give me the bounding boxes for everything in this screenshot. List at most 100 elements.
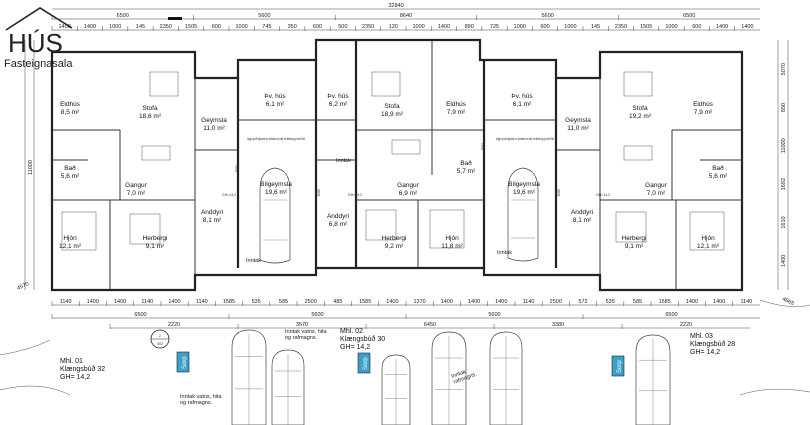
dim-topsmall-17: 725 bbox=[490, 24, 499, 30]
room-area-u1-thvottahus: 6,1 m² bbox=[266, 101, 285, 108]
dim-topsmall-22: 2350 bbox=[615, 24, 627, 30]
section-ref: 002 bbox=[157, 342, 163, 346]
room-area-u3-bad: 5,6 m² bbox=[709, 173, 728, 180]
room-name-u1-bilgeymsla: Bílgeymsla bbox=[260, 181, 292, 188]
ei60-label-3: EI60 bbox=[481, 143, 485, 150]
dim-bottom-21: 585 bbox=[633, 299, 642, 305]
site-area: 2 002 Sorp Sorp Sorp Inntak vatns, hita … bbox=[0, 299, 810, 425]
room-name-u3-geymsla: Geymsla bbox=[565, 117, 591, 124]
dim-topsmall-2: 1000 bbox=[109, 24, 121, 30]
room-area-u3-anddyri: 8,1 m² bbox=[573, 217, 592, 224]
dim-right-3: 1692 bbox=[781, 178, 787, 190]
dim-topsmall-25: 600 bbox=[692, 24, 701, 30]
dim-bottom-6: 1585 bbox=[223, 299, 235, 305]
dim-topsmall-14: 1000 bbox=[412, 24, 424, 30]
room-area-u1-anddyri: 8,1 m² bbox=[203, 217, 222, 224]
dim-lower-3: 3380 bbox=[552, 322, 564, 328]
room-area-u2-gangur: 6,9 m² bbox=[399, 190, 418, 197]
room-area-u3-hjon: 12,1 m² bbox=[697, 243, 720, 250]
dim-top-2: 8640 bbox=[400, 13, 412, 19]
dim-left-total: 11000 bbox=[28, 160, 34, 175]
dim-bottom-0: 1140 bbox=[60, 299, 72, 305]
section-number: 2 bbox=[159, 334, 161, 338]
room-name-u3-anddyri: Anddyri bbox=[571, 209, 593, 216]
svg-text:Mhl. 03: Mhl. 03 bbox=[690, 333, 713, 340]
dim-topsmall-15: 1400 bbox=[438, 24, 450, 30]
dim-topsmall-11: 500 bbox=[338, 24, 347, 30]
dim-bottom-17: 1140 bbox=[523, 299, 535, 305]
room-area-u3-herbergi: 9,1 m² bbox=[625, 243, 644, 250]
dim-total: 32840 bbox=[388, 3, 403, 9]
room-name-u1-anddyri: Anddyri bbox=[201, 209, 223, 216]
dim-topsmall-16: 890 bbox=[465, 24, 474, 30]
dim-bottom-15: 1400 bbox=[468, 299, 480, 305]
dim-bottom-2: 1400 bbox=[114, 299, 126, 305]
room-name-u3-herbergi: Herbergi bbox=[622, 235, 647, 242]
dim-topsmall-4: 2350 bbox=[160, 24, 172, 30]
annotations: Veggir og loft bílgeymslu eru þrefaldar … bbox=[222, 136, 610, 264]
walls bbox=[50, 38, 744, 292]
inntak-note-bottom: Inntak vatns, hita og rafmagns. bbox=[180, 394, 223, 406]
garage-note-2: Veggir og loft bílgeymslu eru þrefaldar … bbox=[496, 136, 554, 141]
parked-car-detail-2 bbox=[385, 359, 407, 425]
room-name-u2-hjon: Hjón bbox=[445, 235, 459, 242]
parked-car-detail-3 bbox=[435, 336, 463, 425]
room-name-u3-gangur: Gangur bbox=[645, 182, 668, 189]
dim-right-5: 1400 bbox=[781, 255, 787, 267]
room-name-u2-bad: Bað bbox=[460, 159, 472, 167]
ei60-label-1: EI60 bbox=[235, 165, 239, 172]
dim-topsmall-8: 745 bbox=[262, 24, 271, 30]
logo-sub: Fasteignasala bbox=[4, 58, 73, 70]
dim-right-0: 5070 bbox=[781, 63, 787, 75]
dim-right-4: 1610 bbox=[781, 216, 787, 228]
unit-label-1: Mhl. 01 Klængsbúð 32 GH= 14,2 bbox=[60, 358, 105, 381]
room-name-u3-hjon: Hjón bbox=[701, 235, 715, 242]
room-name-u1-bad: Bað bbox=[64, 164, 76, 172]
svg-text:Mhl. 01: Mhl. 01 bbox=[60, 358, 83, 365]
sorp-box-2: Sorp bbox=[357, 352, 371, 374]
logo: HÚS Fasteignasala bbox=[4, 7, 73, 70]
room-name-u1-gangur: Gangur bbox=[125, 182, 148, 189]
sorp-box-1: Sorp bbox=[176, 351, 190, 373]
room-area-u2-eldhus: 7,9 m² bbox=[447, 109, 466, 116]
unit-label-3: Mhl. 03 Klængsbúð 28 GH= 14,2 bbox=[690, 333, 735, 356]
dim-bottom-16: 1400 bbox=[495, 299, 507, 305]
room-area-u2-thvottahus: 6,2 m² bbox=[329, 101, 348, 108]
svg-text:Klængsbúð 32: Klængsbúð 32 bbox=[60, 365, 105, 373]
dim-topsmall-7: 1000 bbox=[235, 24, 247, 30]
dim-topsmall-5: 1505 bbox=[185, 24, 197, 30]
dim-bottom-9: 2500 bbox=[305, 299, 317, 305]
dim-bottom-12: 1400 bbox=[386, 299, 398, 305]
room-area-u1-bilgeymsla: 19,6 m² bbox=[265, 189, 288, 196]
dim-bottom2-2: 5600 bbox=[488, 312, 500, 318]
dim-lower-4: 2220 bbox=[680, 322, 692, 328]
dim-left-edge: 4570 bbox=[16, 281, 30, 292]
svg-text:GH= 14,2: GH= 14,2 bbox=[60, 374, 90, 381]
dim-bottom-19: 572 bbox=[578, 299, 587, 305]
room-area-u3-eldhus: 7,9 m² bbox=[694, 109, 713, 116]
dim-right-2: 11000 bbox=[781, 138, 787, 153]
dim-bottom-4: 1400 bbox=[168, 299, 180, 305]
dim-bottom2-1: 5600 bbox=[311, 312, 323, 318]
room-area-u1-herbergi: 9,1 m² bbox=[146, 243, 165, 250]
parked-car-detail-1 bbox=[275, 354, 301, 425]
room-name-u2-herbergi: Herbergi bbox=[382, 235, 407, 242]
svg-text:Klængsbúð 30: Klængsbúð 30 bbox=[340, 335, 385, 343]
room-area-u3-gangur: 7,0 m² bbox=[647, 190, 666, 197]
room-area-u2-thv2: 6,1 m² bbox=[513, 101, 532, 108]
room-area-u1-stofa: 18,6 m² bbox=[139, 113, 162, 120]
dim-topsmall-26: 1400 bbox=[716, 24, 728, 30]
dim-topsmall-6: 600 bbox=[212, 24, 221, 30]
dim-bottom-25: 1140 bbox=[740, 299, 752, 305]
dim-topsmall-24: 1000 bbox=[665, 24, 677, 30]
room-name-u1-herbergi: Herbergi bbox=[143, 235, 168, 242]
sorp-label-3: Sorp bbox=[617, 360, 623, 373]
dim-topsmall-27: 1400 bbox=[741, 24, 753, 30]
ei60-label-2: EI60 bbox=[317, 189, 321, 196]
dim-bottom2-0: 6500 bbox=[134, 312, 146, 318]
dim-bottom-23: 1400 bbox=[686, 299, 698, 305]
dim-bottom-14: 1400 bbox=[441, 299, 453, 305]
